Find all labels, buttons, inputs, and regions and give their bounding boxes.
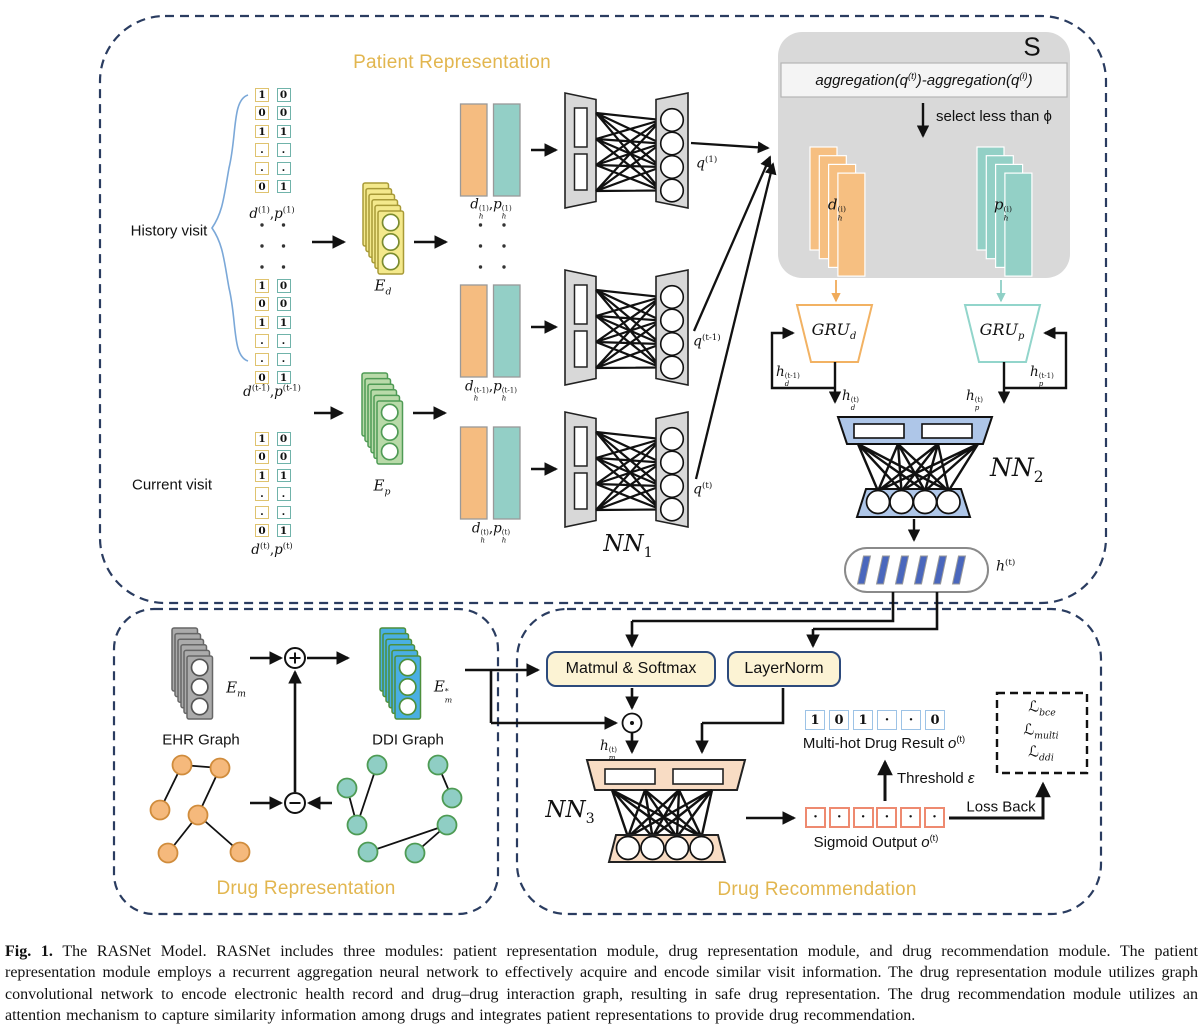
matmul-softmax-box <box>546 651 716 687</box>
drug-representation-module-title: Drug Representation <box>216 878 396 899</box>
dot-product-dot <box>630 721 634 725</box>
aggregation-formula: aggregation(q(t))-aggregation(q(i)) <box>815 71 1033 89</box>
emstar-label: E*m <box>433 677 453 705</box>
module-borders <box>98 14 1108 916</box>
gru-d-block <box>795 304 874 363</box>
embedding-em-stack <box>171 627 214 720</box>
drug-recommendation-module-border <box>515 607 1103 916</box>
q-to-sbox-arrows <box>690 141 777 480</box>
hidden-bars-2-label: d(t-1)h,p(t-1)h <box>465 378 517 403</box>
layernorm-box <box>727 651 841 687</box>
nn1-network-1 <box>564 92 689 209</box>
nn3-network <box>585 759 747 863</box>
history-brace <box>211 94 249 362</box>
visit-vector-3-label: d(t),p(t) <box>251 540 293 558</box>
gru-p-label: GRUp <box>979 319 1025 343</box>
nn2-label: NN2 <box>990 453 1044 486</box>
selected-diagnosis-stack <box>809 146 866 277</box>
hidden-bars-1-label: d(1)h,p(1)h <box>470 196 512 221</box>
patient-module-title: Patient Representation <box>353 52 551 73</box>
dhi-label: d(i)h <box>827 195 847 223</box>
ddi-graph-label: DDI Graph <box>372 731 444 749</box>
hidden-bars-3-label: d(t)h,p(t)h <box>471 520 511 545</box>
threshold-label: Threshold ε <box>897 770 975 787</box>
embedding-ed-stack <box>362 182 405 275</box>
figure-caption: Fig. 1. The RASNet Model. RASNet include… <box>5 941 1198 1026</box>
drug-representation-module-border <box>112 607 500 916</box>
loss-ddi-label: ℒddi <box>1028 742 1054 764</box>
hidden-vector-bars <box>459 103 521 520</box>
embedding-ep-stack <box>361 372 404 465</box>
ellipsis-dots <box>260 223 506 269</box>
multihot-result-label: Multi-hot Drug Result o(t) <box>802 734 966 752</box>
nn3-label: NN3 <box>545 797 595 827</box>
loss-back-arrow <box>949 781 1051 820</box>
figure-caption-text: The RASNet Model. RASNet includes three … <box>5 943 1198 1024</box>
layernorm-label: LayerNorm <box>744 660 824 677</box>
current-visit-label: Current visit <box>131 476 213 494</box>
phi-label: p(i)h <box>993 195 1013 223</box>
sigmoid-output-row: · · · · · · <box>805 807 948 828</box>
loss-multi-label: ℒmulti <box>1023 720 1059 742</box>
gru-feedback-loops <box>770 326 1068 404</box>
select-less-than-label: select less than ϕ <box>936 108 1052 125</box>
qt1-label: q(t-1) <box>693 333 721 350</box>
nn1-network-2 <box>564 269 689 386</box>
visit-vector-3-procedure: 0 0 1 . . 1 <box>276 432 291 538</box>
visit-vector-3-diagnosis: 1 0 1 . . 0 <box>255 432 269 538</box>
nn1-network-3 <box>564 411 689 528</box>
ddi-graph <box>336 754 463 864</box>
multihot-result-row: 1 0 1 · · 0 <box>805 710 949 730</box>
ep-label: Ep <box>373 476 391 498</box>
loss-box <box>995 691 1089 775</box>
history-visit-label: History visit <box>130 222 208 240</box>
drug-recommendation-module-title: Drug Recommendation <box>717 879 917 900</box>
figure-caption-number: Fig. 1. <box>5 943 53 960</box>
ehr-graph-label: EHR Graph <box>162 731 240 749</box>
visit-vector-1-label: d(1),p(1) <box>249 204 295 222</box>
loss-bce-label: ℒbce <box>1028 697 1056 719</box>
visit-vector-1-diagnosis: 1 0 1 . . 0 <box>255 88 269 194</box>
visit-vector-2-label: d(t-1),p(t-1) <box>243 382 301 400</box>
s-box-label: S <box>1023 31 1041 62</box>
loss-back-label: Loss Back <box>966 798 1036 816</box>
em-label: Em <box>226 678 246 700</box>
nn2-network <box>836 416 994 542</box>
hd-prev-label: h(t-1)d <box>776 364 800 388</box>
ht-distribution-lines <box>625 592 939 649</box>
drug-rec-arrows <box>465 663 797 825</box>
gru-p-block <box>963 304 1042 363</box>
graph-combination-ops <box>250 647 351 814</box>
embedding-emstar-stack <box>379 627 422 720</box>
qt-label: q(t) <box>693 481 713 498</box>
sigmoid-output-label: Sigmoid Output o(t) <box>813 833 939 851</box>
ed-label: Ed <box>374 276 392 298</box>
ht-label: h(t) <box>996 558 1016 575</box>
hd-label: h(t)d <box>842 388 859 412</box>
visit-vector-2-procedure: 0 0 1 . . 1 <box>276 279 291 385</box>
visit-vector-2-diagnosis: 1 0 1 . . 0 <box>255 279 269 385</box>
patient-flow-arrows <box>312 143 559 476</box>
hp-label: h(t)p <box>966 388 983 412</box>
visit-vector-1-procedure: 0 0 1 . . 1 <box>276 88 291 194</box>
q1-label: q(1) <box>696 155 718 172</box>
ehr-graph <box>149 754 251 864</box>
selected-procedure-stack <box>976 146 1033 277</box>
hm-label: h(t)m <box>600 738 617 762</box>
patient-module-border <box>98 14 1108 605</box>
hp-prev-label: h(t-1)p <box>1030 364 1054 388</box>
patient-representation-pill <box>844 547 989 593</box>
gru-d-label: GRUd <box>811 319 857 343</box>
nn1-label: NN1 <box>603 531 653 561</box>
matmul-softmax-label: Matmul & Softmax <box>565 660 697 677</box>
